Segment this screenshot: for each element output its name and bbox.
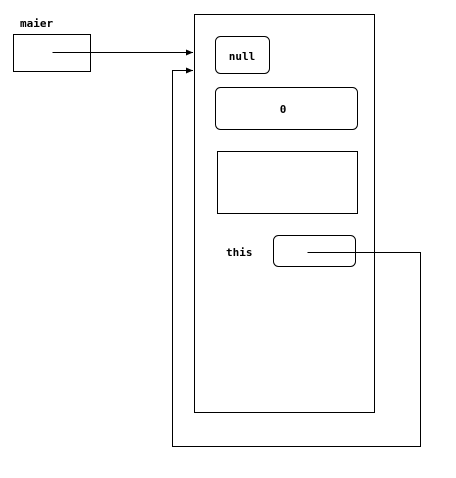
empty-field-box [217, 151, 358, 214]
variable-label-maier: maier [20, 17, 53, 30]
null-field-box [215, 36, 270, 74]
this-self-reference-arrow [172, 67, 421, 447]
number-field-box [215, 87, 358, 130]
this-field-box [273, 235, 356, 267]
number-field-value: 0 [280, 103, 287, 116]
null-field-value: null [229, 50, 256, 63]
this-label: this [226, 246, 253, 259]
